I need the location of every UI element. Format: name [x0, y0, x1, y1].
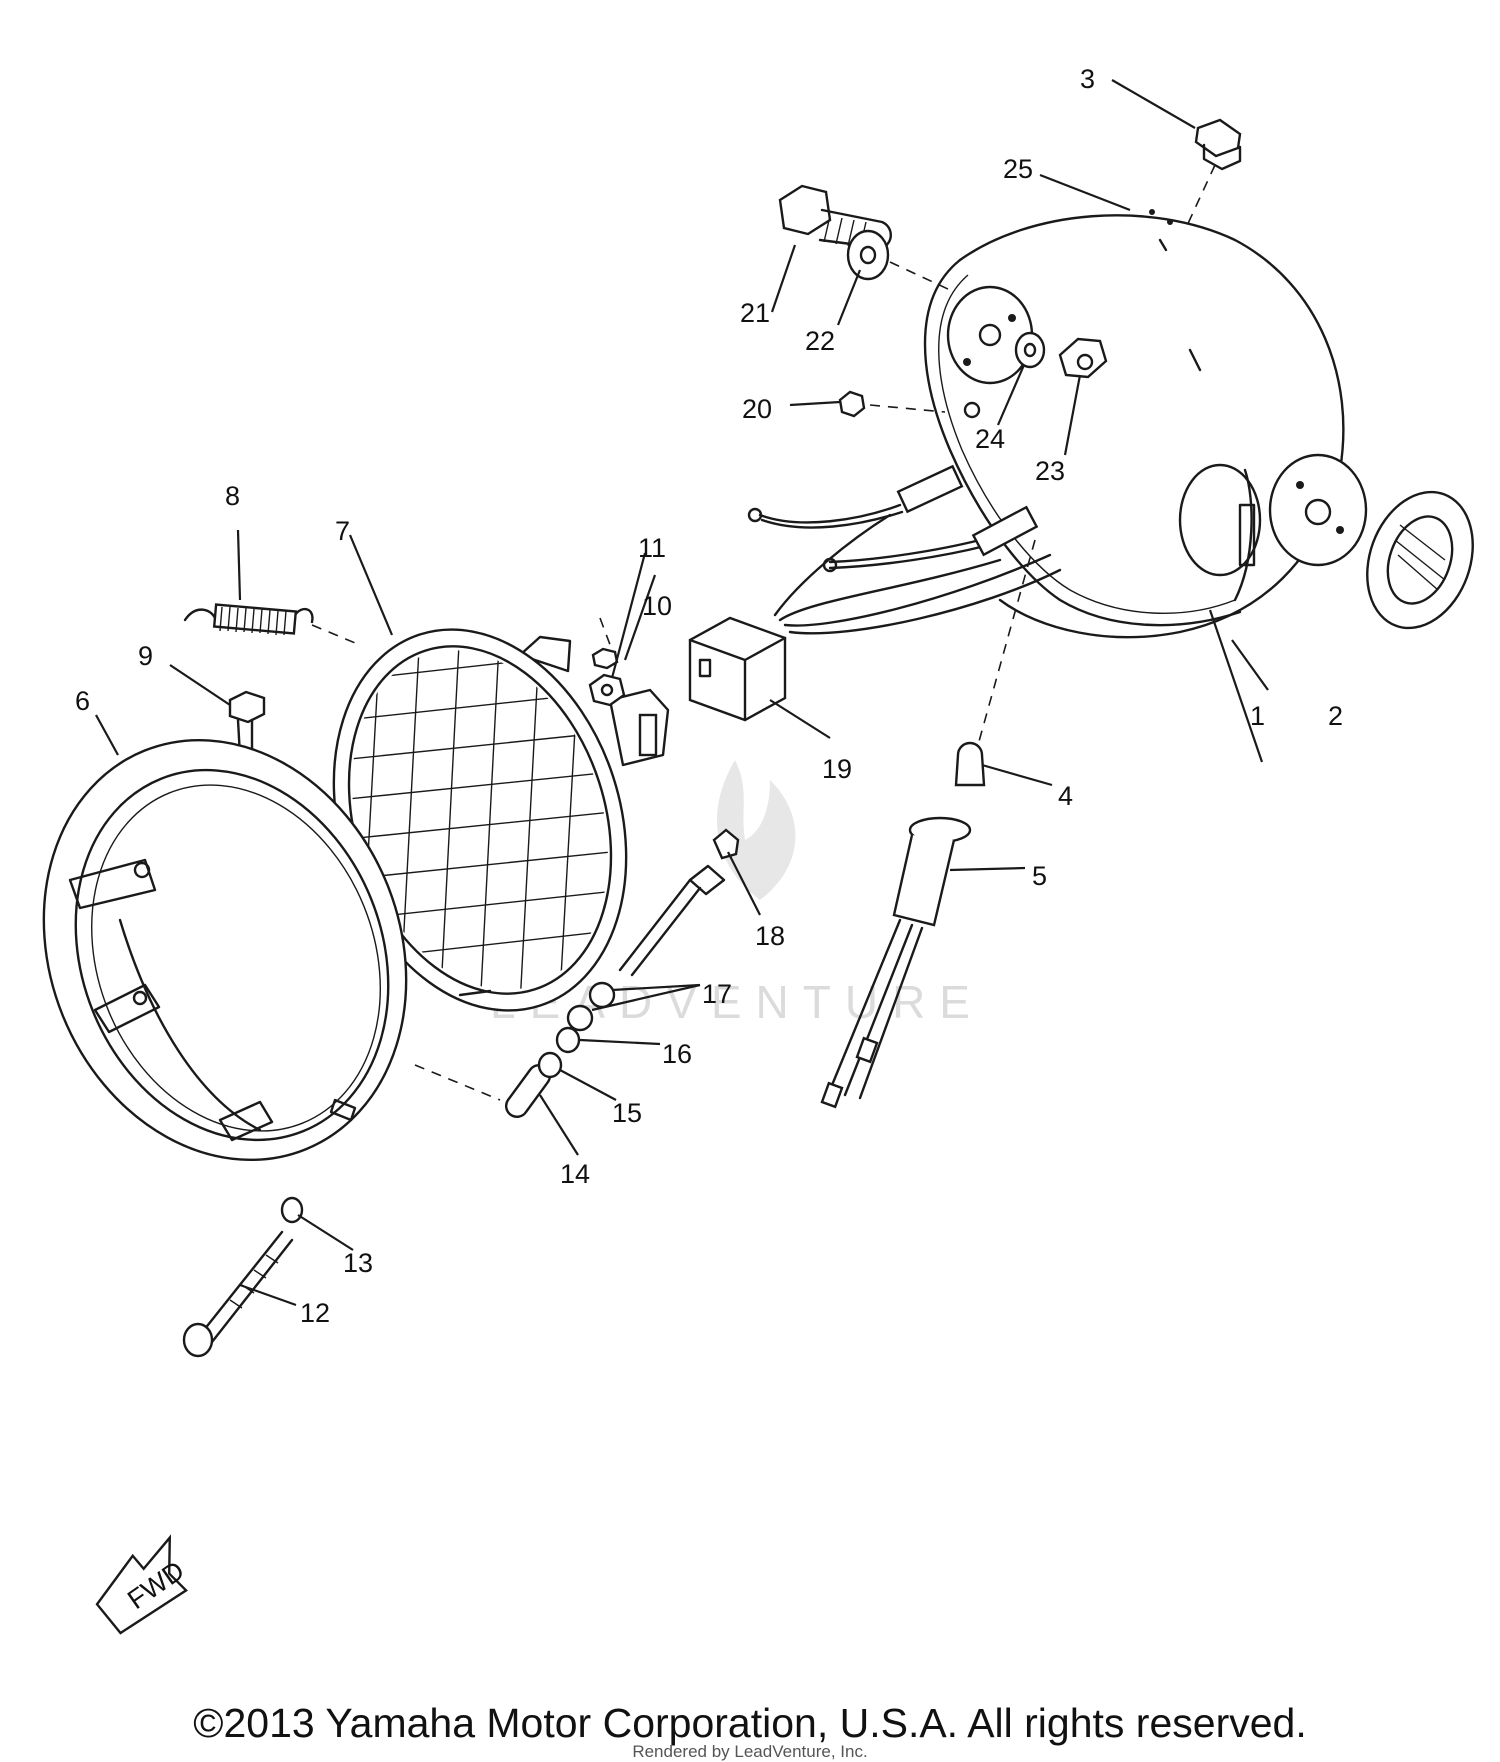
part-2-grommet	[1366, 490, 1474, 630]
part-20-screw	[838, 390, 946, 418]
part-6-headlight-rim	[42, 738, 408, 1162]
part-17-nuts	[566, 981, 616, 1032]
callout-5: 5	[1032, 861, 1047, 891]
callout-16: 16	[662, 1039, 692, 1069]
part-16-washer	[555, 1026, 581, 1054]
part-19-connector	[688, 616, 787, 722]
rendered-by-credit: Rendered by LeadVenture, Inc.	[632, 1742, 868, 1761]
callout-labels: 1 2 3 4 5 6 7 8 9 10 11 12 13 14 15 16 1…	[75, 64, 1343, 1328]
wiring-harness	[747, 464, 1062, 635]
callout-13: 13	[343, 1248, 373, 1278]
callout-21: 21	[740, 298, 770, 328]
part-14-spacer	[414, 1063, 551, 1119]
callout-15: 15	[612, 1098, 642, 1128]
callout-20: 20	[742, 394, 772, 424]
part-12-screw	[182, 1230, 294, 1358]
callout-3: 3	[1080, 64, 1095, 94]
callout-7: 7	[335, 516, 350, 546]
part-23-nut	[1058, 337, 1108, 379]
callout-12: 12	[300, 1298, 330, 1328]
part-15-washer	[537, 1051, 563, 1079]
callout-19: 19	[822, 754, 852, 784]
callout-23: 23	[1035, 456, 1065, 486]
part-4-bulb	[954, 539, 1036, 787]
part-1-headlight-housing	[923, 209, 1368, 639]
callout-17: 17	[702, 979, 732, 1009]
part-22-washer	[846, 229, 951, 291]
callout-14: 14	[560, 1159, 590, 1189]
copyright-notice: ©2013 Yamaha Motor Corporation, U.S.A. A…	[193, 1700, 1307, 1746]
callout-11: 11	[638, 533, 666, 563]
fwd-arrow-icon: FWD	[95, 1534, 190, 1635]
callout-2: 2	[1328, 701, 1343, 731]
callout-6: 6	[75, 686, 90, 716]
part-3-nut	[1184, 118, 1242, 231]
callout-24: 24	[975, 424, 1005, 454]
callout-18: 18	[755, 921, 785, 951]
part-24-washer	[1014, 331, 1046, 369]
callout-leaders	[95, 79, 1269, 1307]
callout-9: 9	[138, 641, 153, 671]
part-8-spring	[183, 603, 361, 646]
part-10-nut	[588, 673, 626, 707]
part-13-washer	[280, 1196, 304, 1224]
callout-1: 1	[1250, 701, 1265, 731]
leader-dash-11	[599, 617, 613, 651]
callout-8: 8	[225, 481, 240, 511]
part-18-ground-lead	[618, 828, 740, 977]
callout-22: 22	[805, 326, 835, 356]
callout-4: 4	[1058, 781, 1073, 811]
callout-25: 25	[1003, 154, 1033, 184]
part-11-nut	[591, 647, 619, 670]
callout-10: 10	[642, 591, 672, 621]
part-5-socket	[820, 816, 972, 1109]
